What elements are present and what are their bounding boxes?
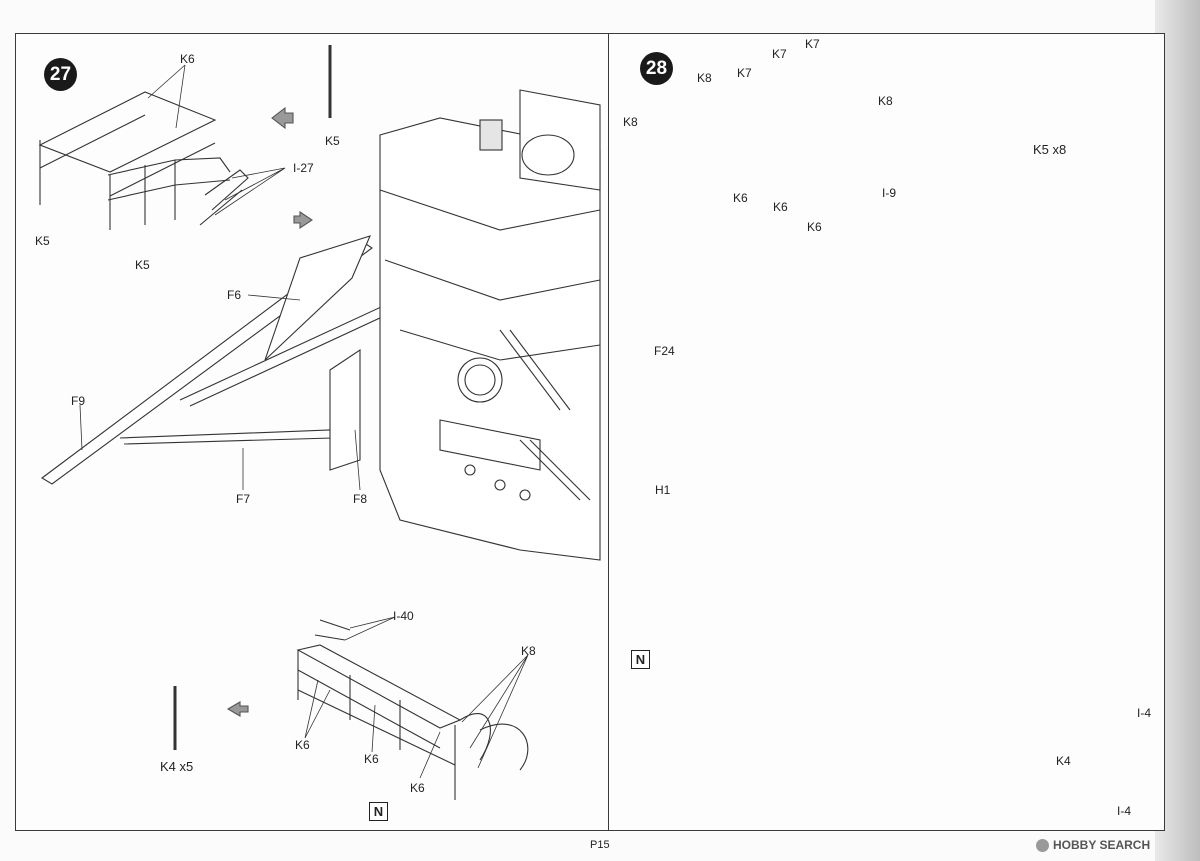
label-f8: F8 (353, 492, 368, 506)
label-k6-a: K6 (295, 738, 310, 752)
label-k5-left: K5 (35, 234, 50, 248)
label-k4: K4 (1056, 754, 1071, 768)
label-k6-c-28: K6 (807, 220, 822, 234)
orientation-n-mark-27: N (369, 802, 388, 821)
step-27-badge: 27 (44, 58, 77, 91)
label-f24: F24 (654, 344, 675, 358)
label-k7-c: K7 (737, 66, 752, 80)
orientation-n-mark-28: N (631, 650, 650, 669)
label-k8-a: K8 (697, 71, 712, 85)
hobby-search-icon (1036, 838, 1049, 852)
step-28-badge: 28 (640, 52, 673, 85)
label-k5-mid: K5 (135, 258, 150, 272)
page-number: P15 (590, 839, 610, 851)
label-k6-top: K6 (180, 52, 195, 66)
label-k7-b: K7 (772, 47, 787, 61)
label-i27: I-27 (293, 161, 314, 175)
label-k8-c: K8 (878, 94, 893, 108)
watermark-logo: HOBBY SEARCH (1036, 838, 1150, 852)
label-f9: F9 (71, 394, 86, 408)
label-k6-b: K6 (364, 752, 379, 766)
watermark-text: HOBBY SEARCH (1053, 838, 1151, 852)
label-f7: F7 (236, 492, 251, 506)
label-k5-post: K5 (325, 134, 340, 148)
label-i4-bottom: I-4 (1117, 804, 1132, 818)
label-h1: H1 (655, 483, 671, 497)
label-k6-a-28: K6 (733, 191, 748, 205)
label-k4x5: K4 x5 (160, 759, 194, 774)
label-k5x8: K5 x8 (1033, 142, 1067, 157)
label-k6-c: K6 (410, 781, 425, 795)
label-i4-top: I-4 (1137, 706, 1152, 720)
step-28-panel (608, 33, 1165, 831)
label-k6-b-28: K6 (773, 200, 788, 214)
label-i9: I-9 (882, 186, 897, 200)
label-i40: I-40 (393, 609, 414, 623)
label-f6: F6 (227, 288, 242, 302)
label-k8: K8 (521, 644, 536, 658)
label-k7-a: K7 (805, 37, 820, 51)
label-k8-b: K8 (623, 115, 638, 129)
